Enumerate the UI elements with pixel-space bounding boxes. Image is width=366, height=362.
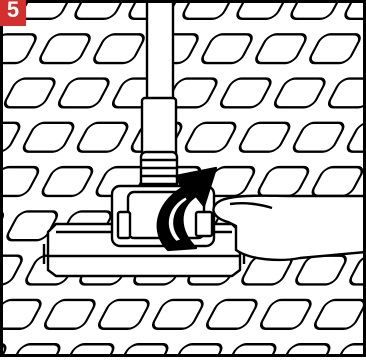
hand-icon [213, 196, 366, 260]
vacuum-tube [141, 0, 177, 196]
step-badge: 5 [0, 0, 26, 26]
